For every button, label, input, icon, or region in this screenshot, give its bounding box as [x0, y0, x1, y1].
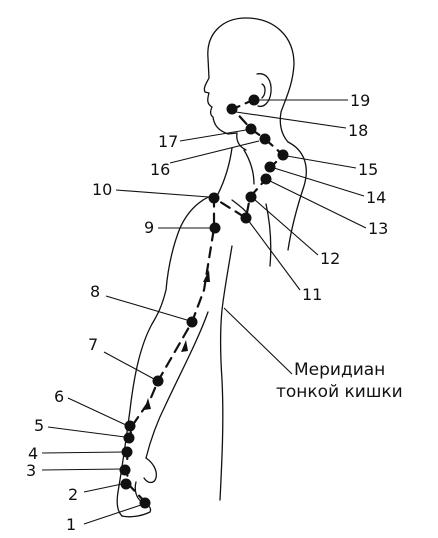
label-1: 1	[66, 515, 76, 534]
point-4	[121, 446, 133, 458]
label-12: 12	[320, 249, 340, 268]
point-13	[260, 173, 272, 185]
point-9	[209, 222, 221, 234]
point-1	[139, 497, 151, 509]
label-2: 2	[68, 485, 78, 504]
label-13: 13	[368, 219, 388, 238]
meridian-points	[119, 94, 289, 509]
point-14	[264, 161, 276, 173]
leader-lines	[41, 99, 367, 525]
point-15	[277, 149, 289, 161]
point-6	[124, 420, 136, 432]
point-10	[208, 192, 220, 204]
label-3: 3	[26, 461, 36, 480]
label-8: 8	[90, 282, 100, 301]
point-16	[259, 133, 271, 145]
label-5: 5	[34, 416, 44, 435]
point-12	[245, 191, 257, 203]
meridian-caption-line2: тонкой кишки	[276, 382, 403, 402]
point-11	[240, 212, 252, 224]
point-2	[120, 478, 132, 490]
label-18: 18	[348, 121, 368, 140]
point-5	[123, 432, 135, 444]
label-14: 14	[366, 188, 386, 207]
label-19: 19	[350, 91, 370, 110]
label-9: 9	[144, 218, 154, 237]
meridian-arrow	[144, 398, 151, 410]
meridian-caption-line1: Меридиан	[294, 360, 385, 380]
point-labels: 1 2 3 4 5 6 7 8 9 10 11 12 13 14 15 16 1…	[26, 91, 388, 534]
label-7: 7	[88, 335, 98, 354]
point-17	[245, 123, 257, 135]
label-10: 10	[92, 180, 112, 199]
point-7	[152, 375, 164, 387]
meridian-arrow	[181, 340, 188, 352]
point-3	[119, 464, 131, 476]
point-8	[186, 316, 198, 328]
meridian-arrow	[203, 270, 210, 282]
label-17: 17	[158, 132, 178, 151]
meridian-path	[124, 98, 285, 505]
point-19	[248, 94, 260, 106]
label-15: 15	[358, 160, 378, 179]
label-6: 6	[54, 387, 64, 406]
label-11: 11	[302, 285, 322, 304]
point-18	[226, 103, 238, 115]
label-16: 16	[150, 160, 170, 179]
body-outline	[116, 17, 307, 518]
label-4: 4	[28, 444, 38, 463]
